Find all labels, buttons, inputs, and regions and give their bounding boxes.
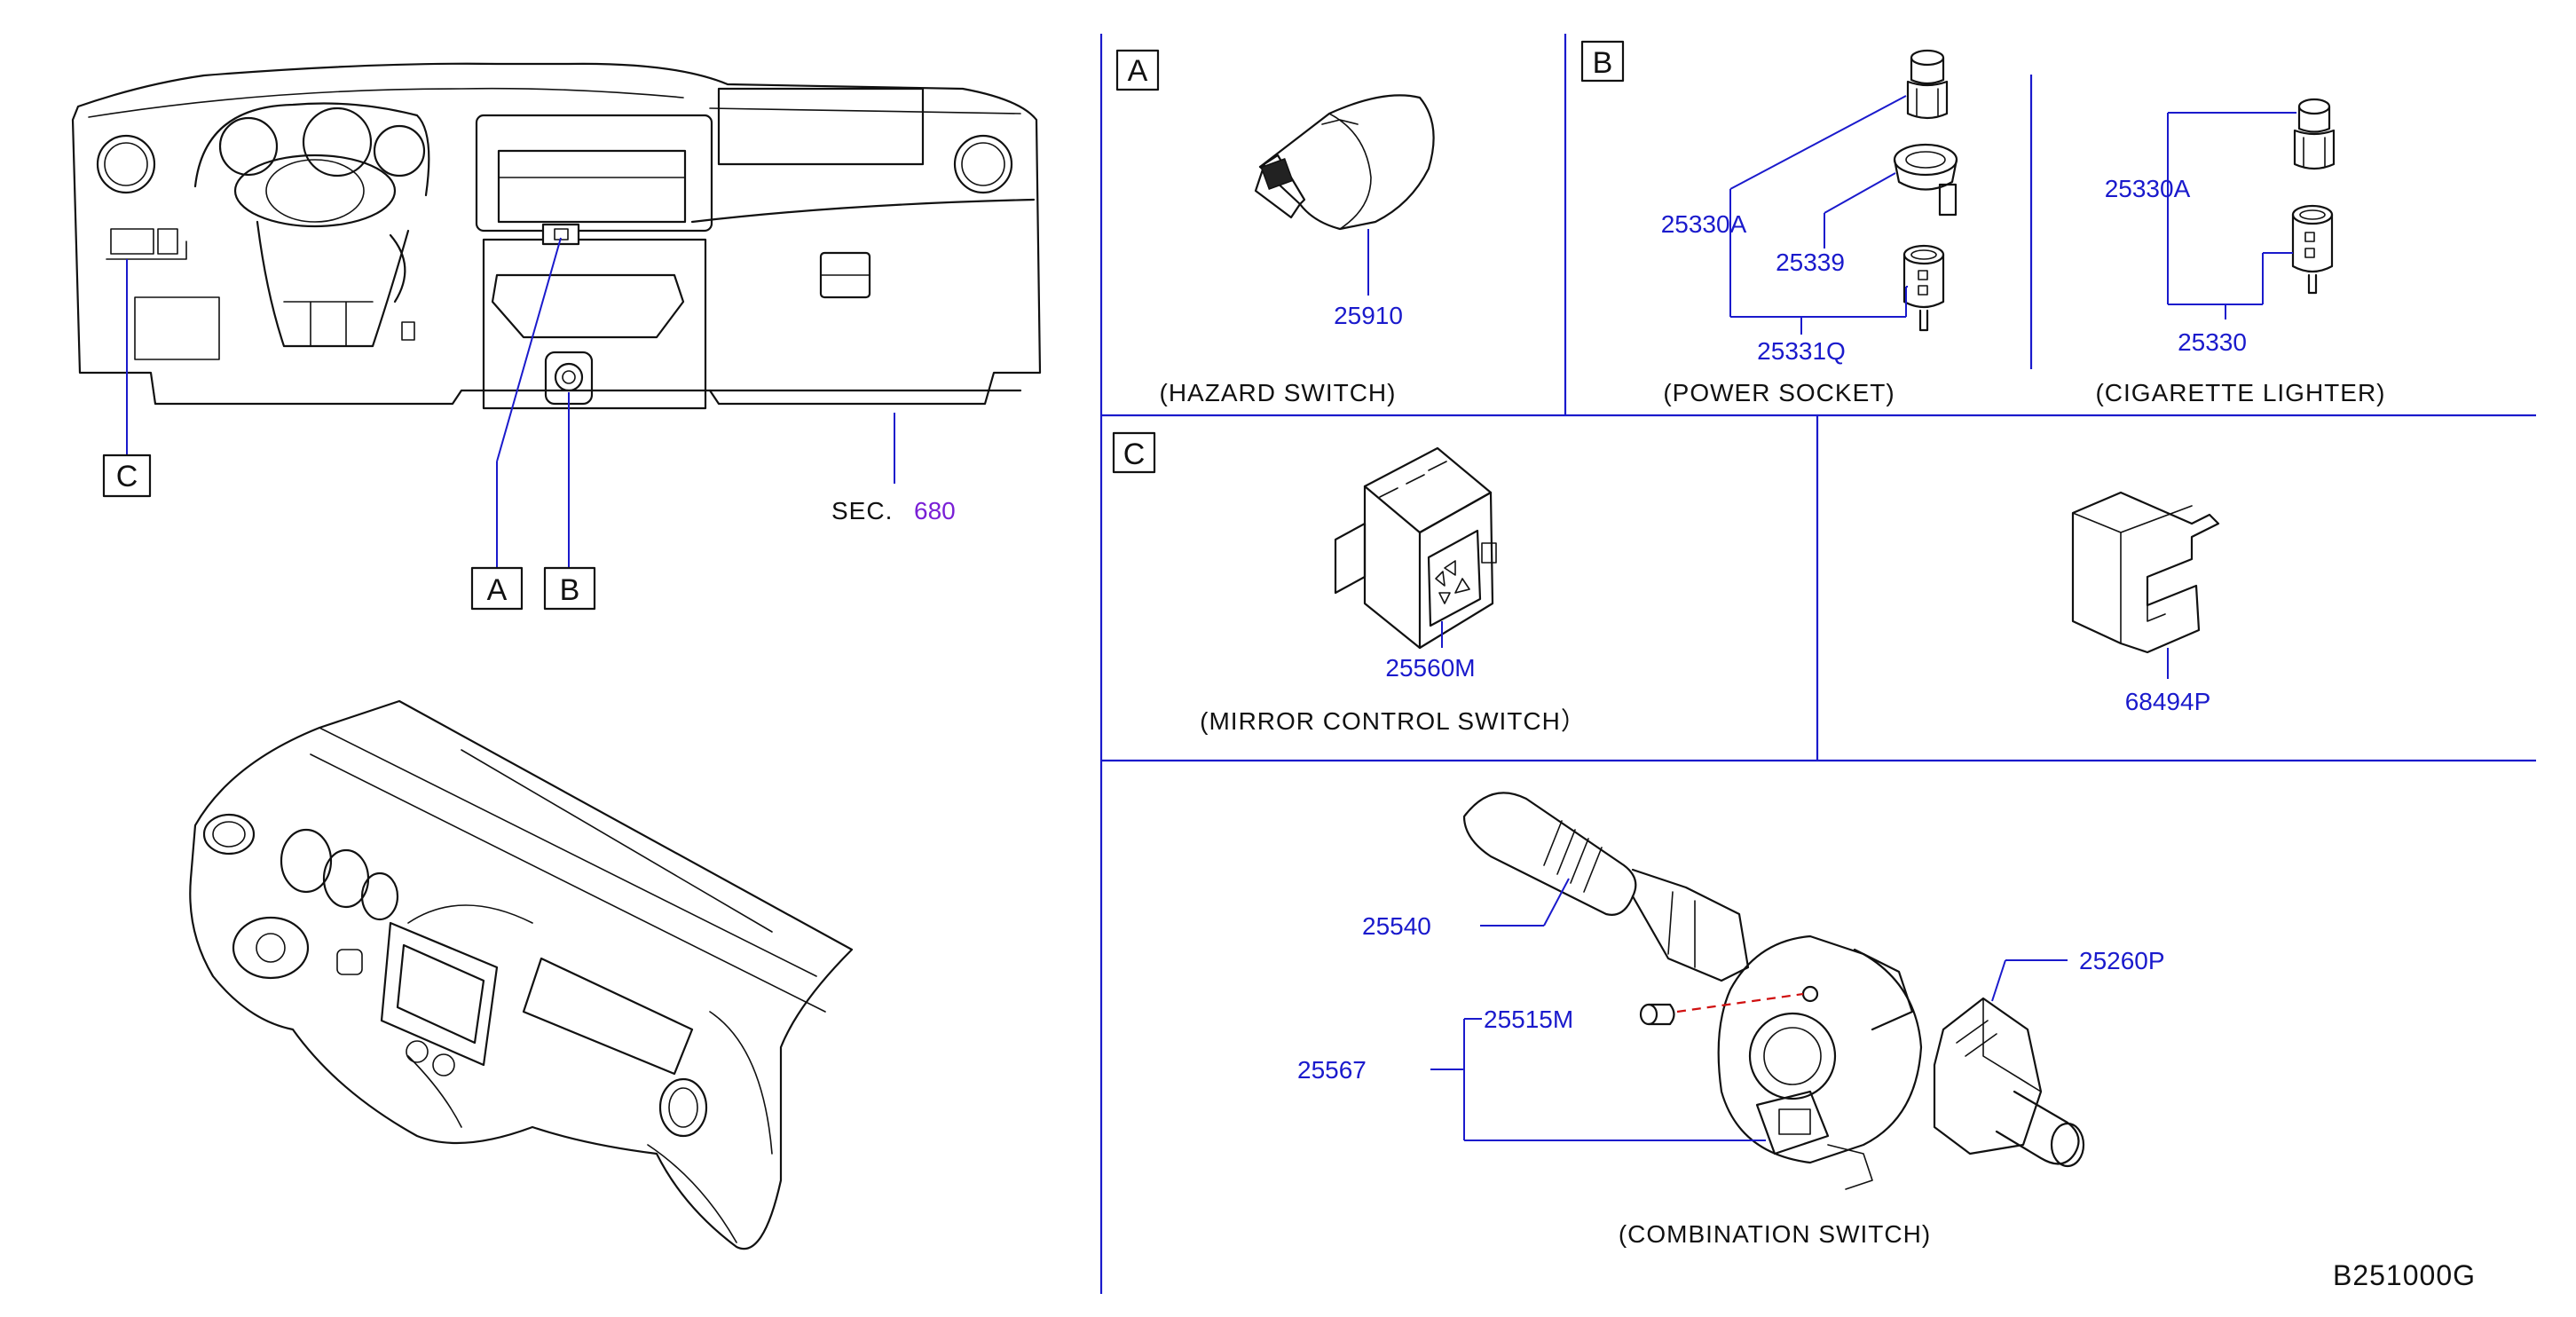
clock-spring-drawing [1717,935,1923,1190]
diagram-code: B251000G [2333,1259,2476,1291]
callout-a-label: A [487,573,508,607]
power-box-label: B [1593,46,1613,80]
callout-b-label: B [560,573,580,607]
hazard-part-number: 25910 [1334,302,1403,329]
bracket-drawing [2071,491,2220,654]
power-caption: (POWER SOCKET) [1663,379,1895,406]
power-part-25330a: 25330A [1661,210,1747,238]
combo-caption: (COMBINATION SWITCH) [1619,1220,1931,1248]
mirror-switch-drawing [1334,446,1497,650]
panel-mirror: C 25560M (MIRROR CONTROL SWITCH） [1112,431,1587,735]
panel-grid [1099,34,2536,1294]
bracket-part-number: 68494P [2125,688,2211,715]
left-stalk-drawing [1462,792,1750,982]
socket-body-drawing [1902,244,1945,332]
callout-b-box: B [543,566,596,611]
mirror-part-number: 25560M [1385,654,1475,682]
sec-number: 680 [914,497,956,524]
panel-power-socket: B 2533 [1580,40,1958,406]
callout-a-box: A [470,566,524,611]
mirror-box-label: C [1123,438,1146,471]
lighter-socket-drawing [2291,204,2334,295]
hazard-switch-drawing [1254,94,1435,231]
panel-bracket: 68494P [2071,491,2220,715]
lighter-part-25330: 25330 [2178,328,2247,356]
panel-combination: 25540 25515M 25567 25260P (COMBINATION S… [1297,792,2165,1248]
right-stalk-drawing [1933,997,2085,1168]
mirror-caption: (MIRROR CONTROL SWITCH） [1200,707,1587,735]
power-part-25339: 25339 [1776,248,1845,276]
callout-c-box: C [102,453,152,498]
panel-hazard: A 25910 (HAZARD SWITCH) [1115,49,1435,406]
socket-cap-drawing [1906,49,1949,120]
callout-c-label: C [116,460,138,493]
socket-ring-drawing [1893,143,1958,217]
combo-part-25540: 25540 [1362,912,1431,940]
dashboard-isometric-view [189,699,854,1250]
hazard-caption: (HAZARD SWITCH) [1160,379,1397,406]
combo-part-25567: 25567 [1297,1056,1367,1084]
lighter-cap-drawing [2293,98,2336,170]
lighter-part-25330a: 25330A [2105,175,2191,202]
power-part-25331q: 25331Q [1757,337,1846,365]
combo-part-25260p: 25260P [2079,947,2165,974]
dashboard-front-view [71,62,1042,410]
hazard-box-label: A [1128,54,1148,88]
sensor-pin-drawing [1639,1003,1675,1026]
lighter-caption: (CIGARETTE LIGHTER) [2095,379,2385,406]
panel-cigarette-lighter: 25330A 25330 (CIGARETTE LIGHTER) [2095,98,2385,406]
sec-prefix: SEC. [831,497,893,524]
overview-leaders [126,237,895,568]
combo-part-25515m: 25515M [1484,1005,1573,1033]
